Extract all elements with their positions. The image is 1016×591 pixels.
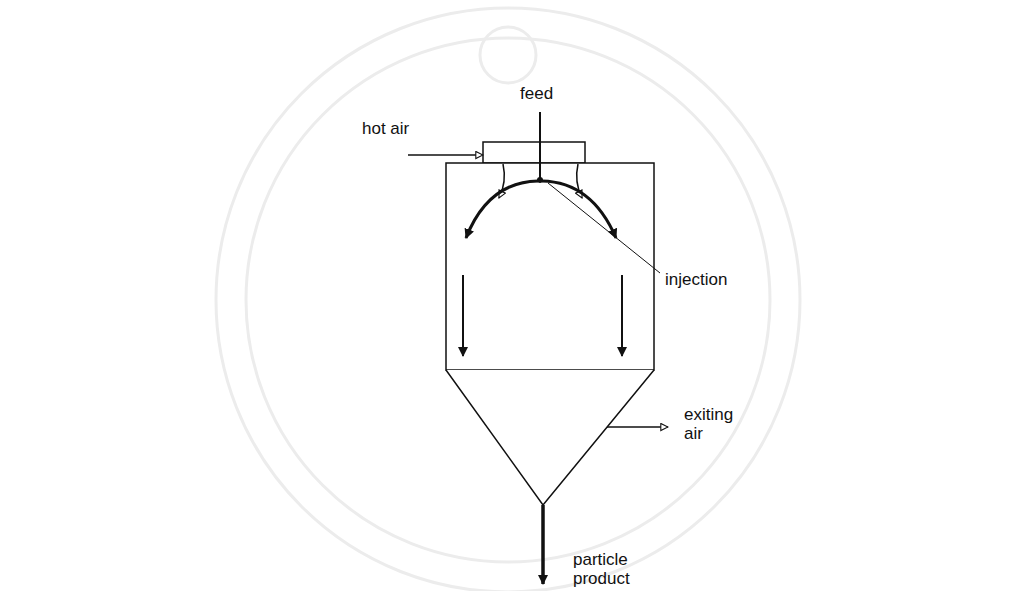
drying-chamber bbox=[446, 163, 654, 370]
flow-arrow bbox=[462, 275, 464, 356]
feed-pipe bbox=[539, 112, 541, 178]
flow-arrow bbox=[621, 275, 623, 356]
collection-cone bbox=[446, 370, 654, 505]
spray-arrow bbox=[466, 181, 538, 238]
feed-label: feed bbox=[520, 84, 553, 103]
air-plenum bbox=[483, 142, 585, 163]
inlet-label: hot air bbox=[362, 119, 409, 138]
air-inlet-arrow bbox=[408, 154, 483, 156]
air-outlet-arrow bbox=[607, 426, 668, 428]
product-label: particle product bbox=[573, 550, 653, 588]
spray-arrow bbox=[542, 181, 616, 238]
product-outlet-arrow bbox=[541, 505, 545, 584]
callout-label: injection bbox=[665, 270, 727, 289]
outlet-label: exiting air bbox=[684, 405, 746, 443]
watermark-seal bbox=[216, 8, 800, 591]
leader-line bbox=[548, 183, 660, 273]
